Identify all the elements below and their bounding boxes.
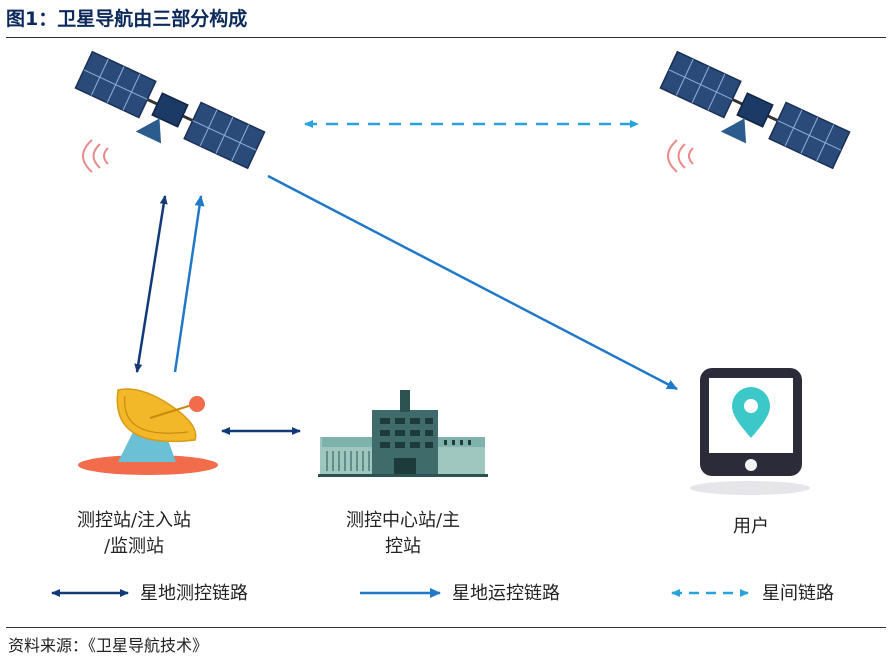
ground-station-label-line2: /监测站 <box>104 536 164 557</box>
bottom-rule <box>6 627 886 628</box>
top-rule <box>6 37 886 38</box>
ground-station-label-line1: 测控站/注入站 <box>77 510 191 531</box>
control-center-building-icon <box>318 390 488 477</box>
telemetry-link <box>134 195 168 373</box>
source-note: 资料来源：《卫星导航技术》 <box>8 636 209 655</box>
satellite-right-icon <box>659 50 851 170</box>
dish-antenna-icon <box>78 388 218 475</box>
legend-inter-label: 星间链路 <box>762 583 834 604</box>
control-center-label-line2: 控站 <box>385 536 421 557</box>
legend-telemetry-label: 星地测控链路 <box>140 583 248 604</box>
satellite-user-link <box>267 174 678 391</box>
legend-control-label: 星地运控链路 <box>452 583 560 604</box>
uplink-control-link <box>173 195 205 373</box>
legend: 星地测控链路 星地运控链路 星间链路 <box>51 583 834 604</box>
user-label: 用户 <box>733 516 769 537</box>
control-center-label-line1: 测控中心站/主 <box>346 510 460 531</box>
phone-user-icon <box>690 368 810 495</box>
satellite-left-icon <box>74 50 266 170</box>
signal-right-icon <box>667 139 694 173</box>
signal-left-icon <box>82 139 109 173</box>
figure-title: 图1：卫星导航由三部分构成 <box>6 8 248 30</box>
